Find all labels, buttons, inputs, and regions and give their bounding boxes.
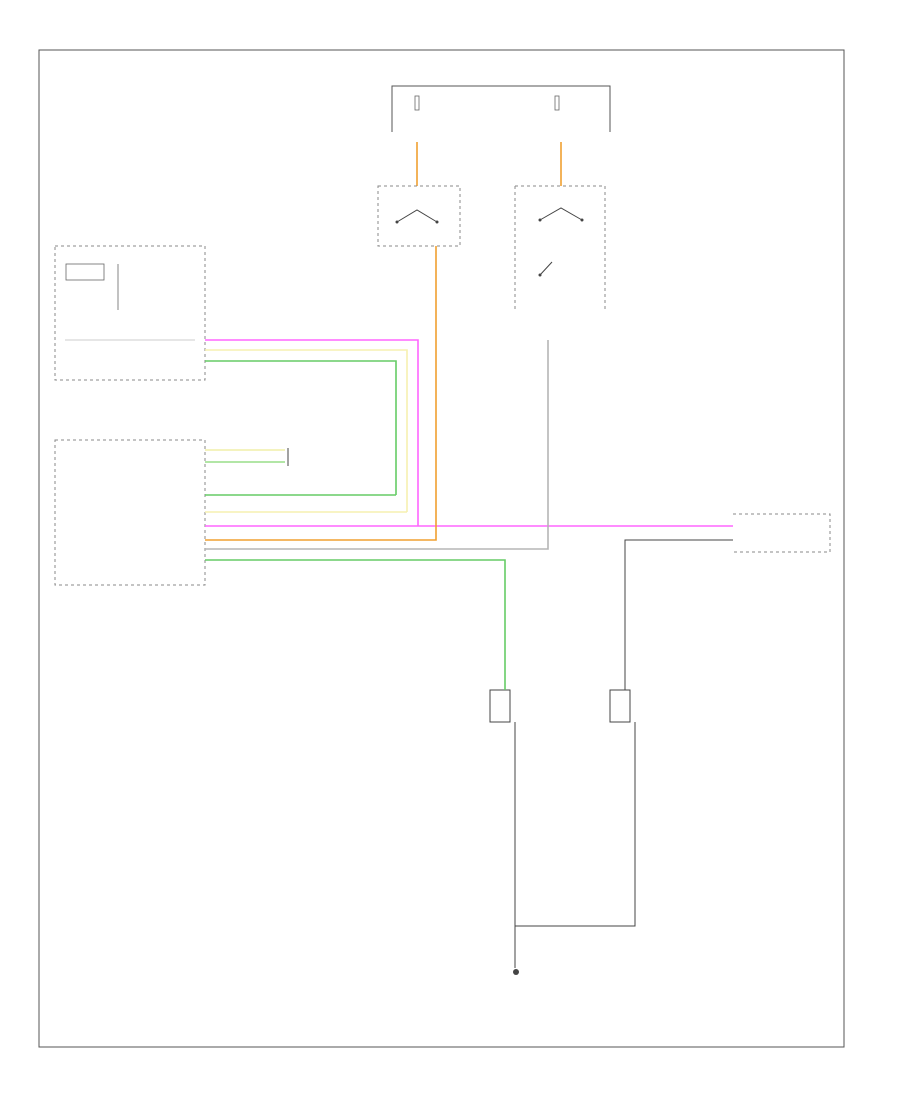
fuse-left-icon xyxy=(414,95,420,111)
turn-switch xyxy=(377,185,461,247)
wire-pink-ipc xyxy=(205,339,419,526)
diagram-frame xyxy=(38,49,845,1048)
ground-icon xyxy=(513,969,519,975)
wire-black-gate xyxy=(624,539,733,690)
wire-yellow-ipc xyxy=(205,349,408,512)
fuse-block xyxy=(391,85,611,132)
wire-black-gate-ground xyxy=(515,722,636,927)
fuse-right-icon xyxy=(554,95,560,111)
brake-switch xyxy=(733,513,831,553)
rear-door-switch xyxy=(489,689,511,723)
wire-green-ipc xyxy=(205,360,397,495)
body-control-module xyxy=(54,439,206,586)
gate-switch xyxy=(609,689,631,723)
wire-orange-bcm xyxy=(205,246,437,541)
wire-gray-bcm xyxy=(205,340,549,550)
wire-green-rear xyxy=(205,559,506,690)
hazard-switch xyxy=(514,185,606,310)
instrument-cluster xyxy=(54,245,206,381)
